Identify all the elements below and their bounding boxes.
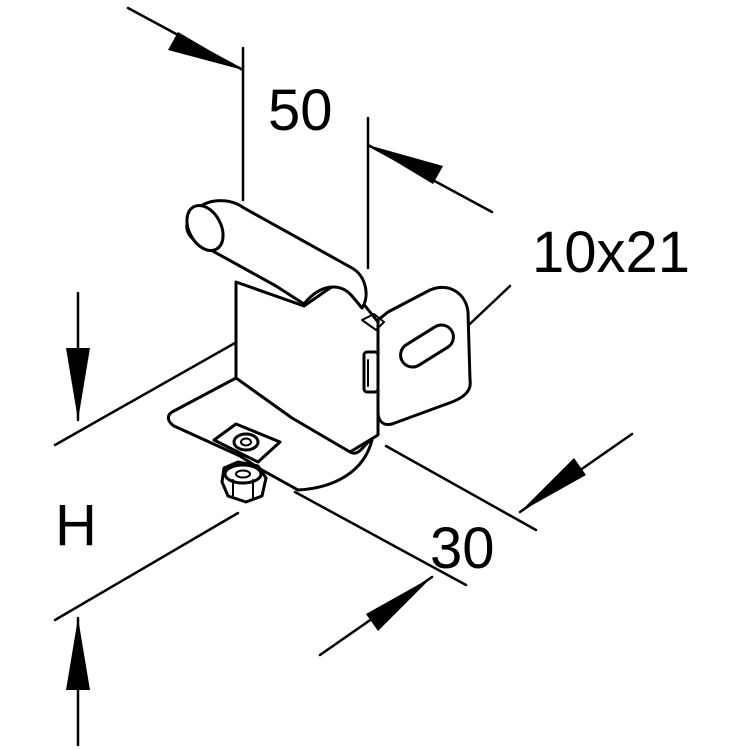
arrow-30-bottom — [366, 577, 432, 631]
dimension-label-30: 30 — [430, 516, 495, 581]
arrow-50-left — [168, 32, 243, 70]
screw-head — [232, 432, 260, 452]
arrow-30-top — [520, 458, 586, 512]
dimension-50: 50 — [126, 6, 494, 270]
arrow-h-bottom — [66, 618, 90, 690]
extension-line-back — [384, 444, 538, 532]
dimension-slot: 10x21 — [434, 220, 690, 358]
flange-tab-lower — [362, 350, 380, 394]
bracket-bottom-plate — [166, 376, 374, 492]
extension-line-front — [293, 490, 468, 587]
nut-top — [223, 463, 263, 485]
screw-head-inner — [240, 437, 252, 447]
arrow-h-top — [66, 348, 90, 420]
dimension-30: 30 — [293, 432, 634, 657]
bracket-part — [166, 199, 472, 504]
dimension-label-h: H — [55, 493, 97, 558]
dimension-label-slot: 10x21 — [532, 220, 690, 285]
height-reference-bottom — [53, 511, 240, 622]
mounting-slot — [399, 323, 455, 369]
arrow-50-right — [368, 145, 443, 184]
dimension-height: H — [53, 291, 304, 747]
nut-hole — [235, 469, 251, 479]
dimension-label-50: 50 — [268, 78, 333, 143]
flange-tab-upper — [361, 313, 385, 331]
bracket-roll-end — [185, 204, 225, 252]
